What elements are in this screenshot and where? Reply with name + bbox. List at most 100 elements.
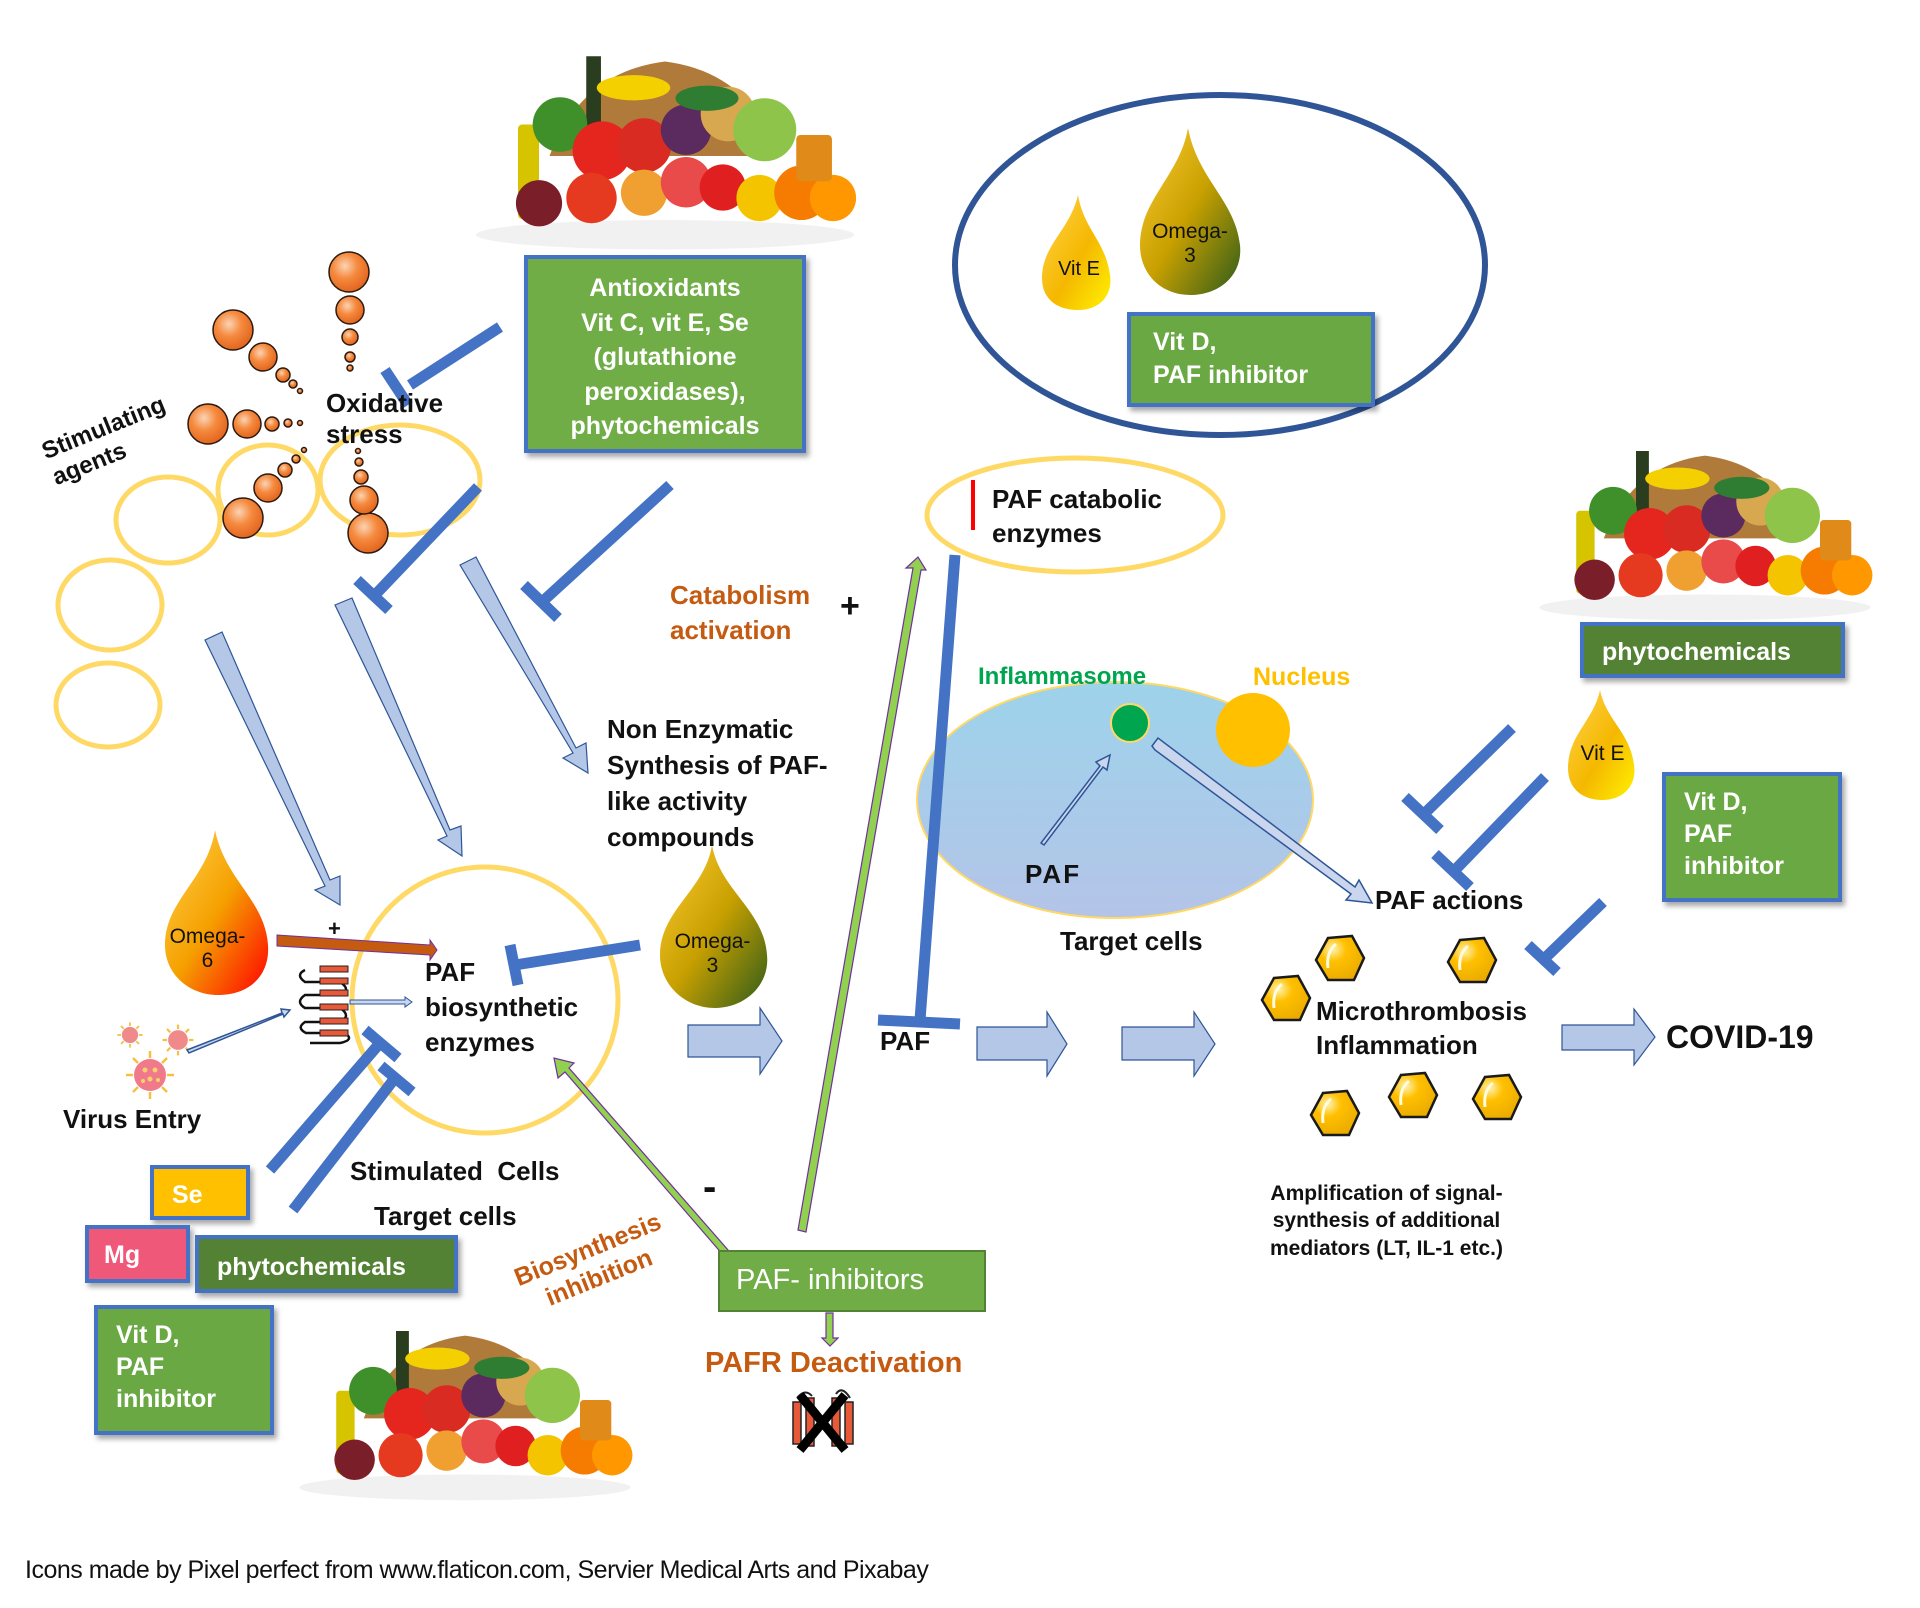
- vit-d-box-right: Vit D, PAF inhibitor: [1662, 772, 1842, 902]
- virus-icon-large: [126, 1051, 174, 1099]
- inflammation-text: Inflammation: [1316, 1029, 1478, 1060]
- vit-e-right-label: Vit E: [1580, 742, 1625, 765]
- amplification-line-1: Amplification of signal-: [1270, 1182, 1503, 1205]
- inflammasome-icon: [1110, 703, 1150, 743]
- omega6-line-2: 6: [201, 949, 214, 973]
- target-cells-right-label: Target cells: [1060, 926, 1203, 956]
- deactivated-receptor-icon: [792, 1389, 854, 1453]
- biosynthetic-line-2: biosynthetic: [425, 992, 579, 1023]
- stimulating-agent-circles: [53, 422, 483, 750]
- catabolism-line-2: activation: [670, 615, 792, 646]
- green-to-biosynthesis: [553, 1057, 750, 1279]
- vit-d-left-line-1: Vit D,: [116, 1321, 180, 1349]
- antioxidants-line-1: Antioxidants: [589, 274, 741, 302]
- omega6-label: Omega- 6: [155, 925, 260, 973]
- amplification-line-2: synthesis of additional: [1272, 1209, 1501, 1233]
- target-cells-left-label: Target cells: [374, 1201, 517, 1231]
- inhibit-nonenzymatic: [538, 480, 674, 607]
- inflammasome-label: Inflammasome: [978, 663, 1147, 690]
- virus-entry-arrow: [185, 1008, 292, 1054]
- paf-inhibitor-arrows: [553, 556, 928, 1347]
- paf-biosynthetic-enzymes-label: PAF biosynthetic enzymes: [425, 955, 578, 1060]
- omega3-top-label: Omega- 3: [1140, 220, 1240, 268]
- paf-catabolic-ellipse: [924, 455, 1226, 575]
- vit-d-left-line-2: PAF: [116, 1353, 165, 1381]
- omega3-mid-label: Omega- 3: [660, 930, 765, 978]
- covid-19-label: COVID-19: [1666, 1019, 1814, 1055]
- omega3-top-line-1: Omega-: [1152, 220, 1228, 243]
- food-basket-icon-bottom: [299, 1331, 633, 1501]
- nucleus-label: Nucleus: [1253, 663, 1351, 691]
- vit-e-top-label: Vit E: [1058, 258, 1100, 280]
- paf-catabolic-enzymes-label: PAF catabolic enzymes: [992, 483, 1162, 551]
- microthrombosis-text: Microthrombosis: [1316, 996, 1527, 1026]
- non-enzymatic-synthesis-label: Non Enzymatic Synthesis of PAF- like act…: [607, 712, 828, 856]
- antioxidants-line-2: Vit C, vit E, Se: [581, 308, 749, 337]
- stimulated-cells-label: Stimulated Cells: [350, 1156, 560, 1186]
- inhibit-stimulated-path: [371, 483, 482, 599]
- vitd-inhibit-actions: [1539, 898, 1607, 964]
- supplement-group-ellipse: [952, 92, 1488, 438]
- minus-sign-biosynthesis: -: [703, 1165, 717, 1209]
- inhibition-arrows: [265, 322, 1607, 1214]
- amplification-line-3: mediators (LT, IL-1 etc.): [1270, 1236, 1503, 1260]
- omega6-line-1: Omega-: [169, 925, 246, 948]
- plus-sign-catabolism: +: [840, 587, 860, 625]
- vit-d-right-line-3: inhibitor: [1684, 852, 1784, 880]
- phyto-inhibit-actions: [1421, 724, 1516, 817]
- paf-actions-label: PAF actions: [1375, 885, 1524, 915]
- biosynthetic-line-1: PAF: [425, 957, 476, 987]
- virus-icon-small-1: [116, 1021, 144, 1049]
- inhibit-oxidative-stress: [407, 322, 503, 390]
- green-to-catabolic: [797, 556, 928, 1233]
- paf-in-cell-label: PAF: [1025, 859, 1082, 889]
- outcome-label: Microthrombosis Inflammation: [1316, 995, 1527, 1063]
- inflammasome-to-actions-arrow: [1151, 736, 1374, 904]
- catabolism-activation-label: Catabolism activation: [670, 578, 810, 648]
- catabolic-line-1: PAF catabolic: [992, 484, 1163, 514]
- paf-receptor-icon: [298, 965, 351, 1045]
- paf-to-inflammasome-arrow: [1039, 753, 1112, 847]
- omega3-mid-line-1: Omega-: [674, 930, 751, 953]
- credits-footer: Icons made by Pixel perfect from www.fla…: [25, 1556, 929, 1584]
- biosynthetic-line-3: enzymes: [425, 1027, 535, 1058]
- catabolic-inhibit-paf: [914, 554, 961, 1021]
- omega6-arrow: [276, 934, 438, 962]
- omega3-inhibit-biosynthesis: [514, 939, 641, 971]
- omega6-drop: [165, 830, 269, 995]
- vit-d-top-line-1: Vit D,: [1153, 328, 1217, 356]
- plus-sign-omega6: +: [328, 916, 341, 941]
- omega3-drop-top: [1140, 128, 1241, 295]
- omega3-top-line-2: 3: [1184, 244, 1196, 268]
- vit-d-box-left: Vit D, PAF inhibitor: [94, 1305, 274, 1435]
- phytochemicals-box-left: phytochemicals: [195, 1235, 458, 1293]
- phytochemicals-box-right: phytochemicals: [1580, 622, 1845, 678]
- vit-d-left-line-3: inhibitor: [116, 1385, 216, 1413]
- vit-d-right-line-2: PAF: [1684, 820, 1733, 848]
- vit-e-drop-right: [1568, 690, 1635, 800]
- vit-d-right-line-1: Vit D,: [1684, 788, 1748, 816]
- vit-e-drop-top: [1042, 195, 1111, 310]
- omega3-mid-line-2: 3: [706, 954, 719, 978]
- amplification-label: Amplification of signal- synthesis of ad…: [1270, 1180, 1503, 1262]
- se-inhibit-biosynthesis: [265, 1039, 385, 1174]
- flow-arrows: [204, 556, 1656, 1079]
- target-cell: [916, 681, 1314, 919]
- se-box: Se: [150, 1165, 250, 1220]
- vite-inhibit-actions: [1451, 773, 1549, 874]
- catabolic-line-2: enzymes: [992, 517, 1102, 548]
- oxidative-stress-balls: [187, 251, 389, 554]
- paf-center-label: PAF: [880, 1026, 931, 1056]
- mg-inhibit-biosynthesis: [288, 1074, 400, 1214]
- receptor-to-enzymes-arrow: [349, 996, 413, 1008]
- oxidative-stress-label: Oxidative stress: [326, 388, 444, 450]
- non-enzymatic-line-1: Non Enzymatic: [607, 714, 794, 744]
- antioxidants-line-5: phytochemicals: [570, 412, 760, 440]
- catabolism-line-1: Catabolism: [670, 580, 811, 610]
- non-enzymatic-line-3: like activity: [607, 785, 748, 816]
- non-enzymatic-line-4: compounds: [607, 821, 755, 852]
- vit-d-top-line-2: PAF inhibitor: [1153, 360, 1309, 389]
- antioxidants-line-3: (glutathione: [593, 343, 737, 371]
- pafr-deactivation-label: PAFR Deactivation: [705, 1347, 963, 1379]
